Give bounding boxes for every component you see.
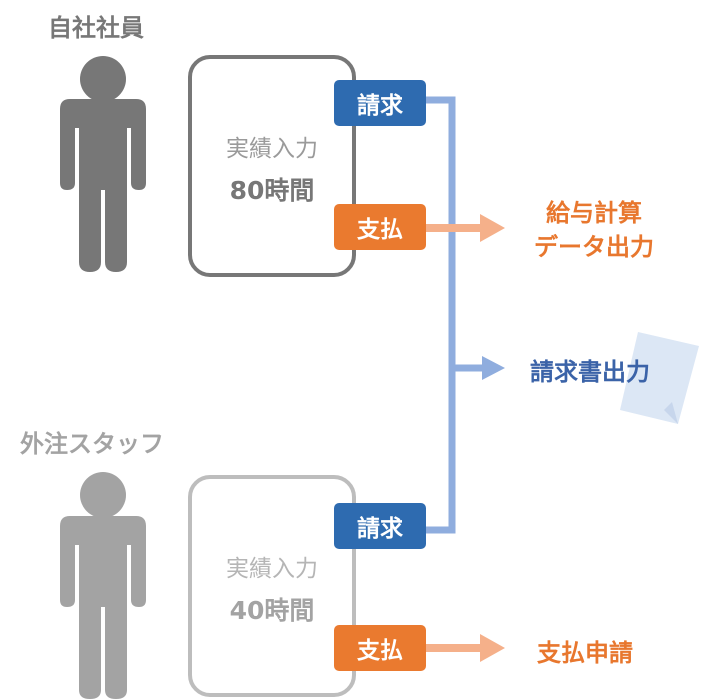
card-title: 実績入力 [226, 556, 318, 582]
employee-pay-tag: 支払 [334, 204, 426, 250]
contractor-input-card: 実績入力 40時間 [188, 475, 356, 697]
payroll-line2: データ出力 [534, 233, 654, 261]
pay-arrows [426, 214, 505, 662]
card-hours: 40時間 [229, 596, 315, 625]
contractor-pay-tag: 支払 [334, 625, 426, 671]
document-icon [620, 332, 699, 424]
contractor-label: 外注スタッフ [20, 430, 164, 458]
employee-person-icon [60, 56, 146, 272]
billing-connector [426, 96, 486, 534]
employee-input-card: 実績入力 80時間 [188, 55, 356, 277]
contractor-person-icon [60, 472, 146, 699]
card-title: 実績入力 [226, 136, 318, 162]
employee-billing-tag: 請求 [334, 80, 426, 126]
payment-request-output: 支払申請 [537, 639, 633, 667]
invoice-output: 請求書出力 [530, 358, 650, 386]
contractor-billing-tag: 請求 [334, 503, 426, 549]
employee-label: 自社社員 [48, 14, 144, 42]
payroll-output: 給与計算 データ出力 [520, 196, 668, 264]
card-hours: 80時間 [229, 176, 315, 205]
payroll-line1: 給与計算 [546, 199, 642, 227]
billing-arrowhead [482, 356, 505, 380]
